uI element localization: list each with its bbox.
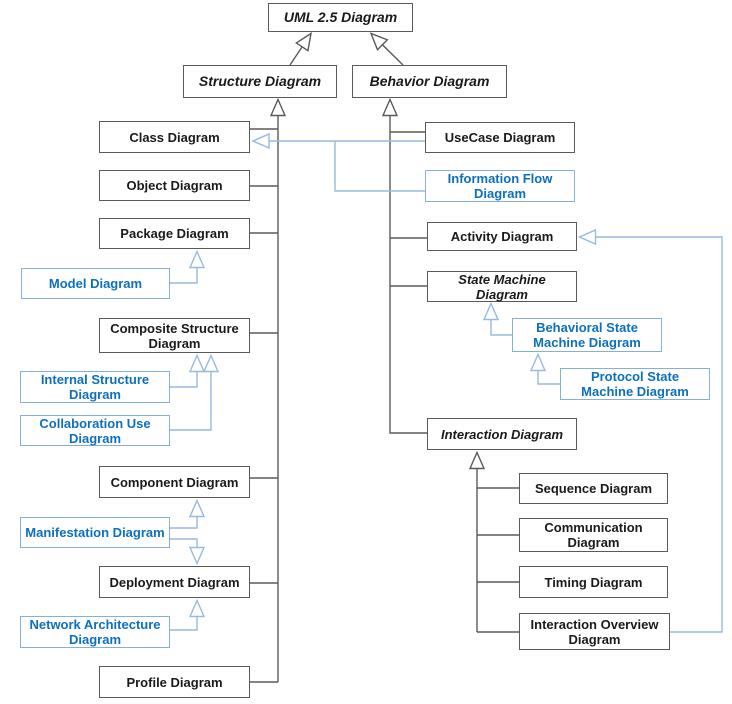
node-package-diagram[interactable]: Package Diagram bbox=[99, 218, 250, 249]
node-deployment-diagram-label: Deployment Diagram bbox=[109, 574, 240, 590]
node-activity-diagram-label: Activity Diagram bbox=[450, 229, 554, 244]
node-manifestation-diagram[interactable]: Manifestation Diagram bbox=[20, 517, 170, 548]
node-communication-diagram-label: Communication Diagram bbox=[544, 520, 643, 550]
edge-internal-to-composite bbox=[170, 356, 197, 388]
node-protocol-state-machine-diagram[interactable]: Protocol State Machine Diagram bbox=[560, 368, 710, 400]
node-activity-diagram[interactable]: Activity Diagram bbox=[427, 222, 577, 251]
edge-protocolsm-to-behavioralsm bbox=[538, 355, 560, 385]
node-network-architecture-diagram[interactable]: Network Architecture Diagram bbox=[20, 616, 170, 648]
edge-behavioralsm-to-statemachine bbox=[491, 304, 512, 336]
edge-infoflow-to-class bbox=[334, 141, 425, 192]
node-interaction-overview-diagram-label: Interaction Overview Diagram bbox=[530, 616, 659, 647]
node-class-diagram[interactable]: Class Diagram bbox=[99, 121, 250, 153]
node-package-diagram-label: Package Diagram bbox=[120, 226, 229, 241]
node-component-diagram[interactable]: Component Diagram bbox=[99, 466, 250, 498]
node-model-diagram[interactable]: Model Diagram bbox=[21, 268, 170, 299]
node-composite-structure-diagram[interactable]: Composite Structure Diagram bbox=[99, 318, 250, 353]
node-network-architecture-diagram-label: Network Architecture Diagram bbox=[29, 617, 161, 647]
node-structure-diagram-label: Structure Diagram bbox=[198, 73, 322, 89]
node-uml-25-diagram-label: UML 2.5 Diagram bbox=[283, 9, 398, 25]
node-uml-25-diagram[interactable]: UML 2.5 Diagram bbox=[268, 3, 413, 32]
node-information-flow-diagram-label: Information Flow Diagram bbox=[447, 171, 553, 201]
node-protocol-state-machine-diagram-label: Protocol State Machine Diagram bbox=[581, 369, 689, 399]
node-structure-diagram[interactable]: Structure Diagram bbox=[183, 65, 337, 98]
node-manifestation-diagram-label: Manifestation Diagram bbox=[25, 525, 165, 540]
node-information-flow-diagram[interactable]: Information Flow Diagram bbox=[425, 170, 575, 202]
node-usecase-diagram[interactable]: UseCase Diagram bbox=[425, 122, 575, 153]
edge-collaboration-to-composite bbox=[170, 356, 211, 431]
node-interaction-diagram-label: Interaction Diagram bbox=[440, 426, 564, 442]
node-internal-structure-diagram[interactable]: Internal Structure Diagram bbox=[20, 371, 170, 403]
edge-model-to-package bbox=[170, 252, 197, 284]
node-component-diagram-label: Component Diagram bbox=[110, 474, 239, 490]
edge-interaction-overview-to-activity bbox=[580, 237, 723, 633]
node-behavior-diagram[interactable]: Behavior Diagram bbox=[352, 65, 507, 98]
edge-structure-to-uml bbox=[289, 34, 311, 66]
node-sequence-diagram[interactable]: Sequence Diagram bbox=[519, 473, 668, 504]
node-collaboration-use-diagram-label: Collaboration Use Diagram bbox=[39, 415, 151, 446]
node-object-diagram-label: Object Diagram bbox=[126, 178, 223, 193]
node-class-diagram-label: Class Diagram bbox=[129, 129, 220, 145]
node-usecase-diagram-label: UseCase Diagram bbox=[444, 130, 556, 145]
node-state-machine-diagram-label: State Machine Diagram bbox=[458, 271, 546, 302]
node-interaction-overview-diagram[interactable]: Interaction Overview Diagram bbox=[519, 613, 670, 650]
edge-behavior-trunk bbox=[390, 100, 427, 434]
node-sequence-diagram-label: Sequence Diagram bbox=[534, 481, 653, 496]
node-deployment-diagram[interactable]: Deployment Diagram bbox=[99, 566, 250, 598]
node-timing-diagram-label: Timing Diagram bbox=[544, 574, 643, 590]
edge-manifestation-to-deployment bbox=[170, 538, 197, 564]
node-timing-diagram[interactable]: Timing Diagram bbox=[519, 566, 668, 598]
edge-manifestation-to-component bbox=[170, 501, 197, 529]
edge-behavior-to-uml bbox=[371, 34, 404, 66]
node-model-diagram-label: Model Diagram bbox=[48, 276, 143, 291]
node-internal-structure-diagram-label: Internal Structure Diagram bbox=[40, 372, 150, 402]
node-composite-structure-diagram-label: Composite Structure Diagram bbox=[110, 320, 239, 351]
node-behavioral-state-machine-diagram[interactable]: Behavioral State Machine Diagram bbox=[512, 318, 662, 352]
node-interaction-diagram[interactable]: Interaction Diagram bbox=[427, 418, 577, 450]
edge-network-to-deployment bbox=[170, 601, 197, 631]
node-communication-diagram[interactable]: Communication Diagram bbox=[519, 518, 668, 552]
node-behavioral-state-machine-diagram-label: Behavioral State Machine Diagram bbox=[533, 320, 641, 350]
node-collaboration-use-diagram[interactable]: Collaboration Use Diagram bbox=[20, 415, 170, 446]
node-profile-diagram-label: Profile Diagram bbox=[126, 674, 223, 690]
node-behavior-diagram-label: Behavior Diagram bbox=[369, 73, 490, 89]
node-object-diagram[interactable]: Object Diagram bbox=[99, 170, 250, 201]
node-state-machine-diagram[interactable]: State Machine Diagram bbox=[427, 271, 577, 302]
node-profile-diagram[interactable]: Profile Diagram bbox=[99, 666, 250, 698]
